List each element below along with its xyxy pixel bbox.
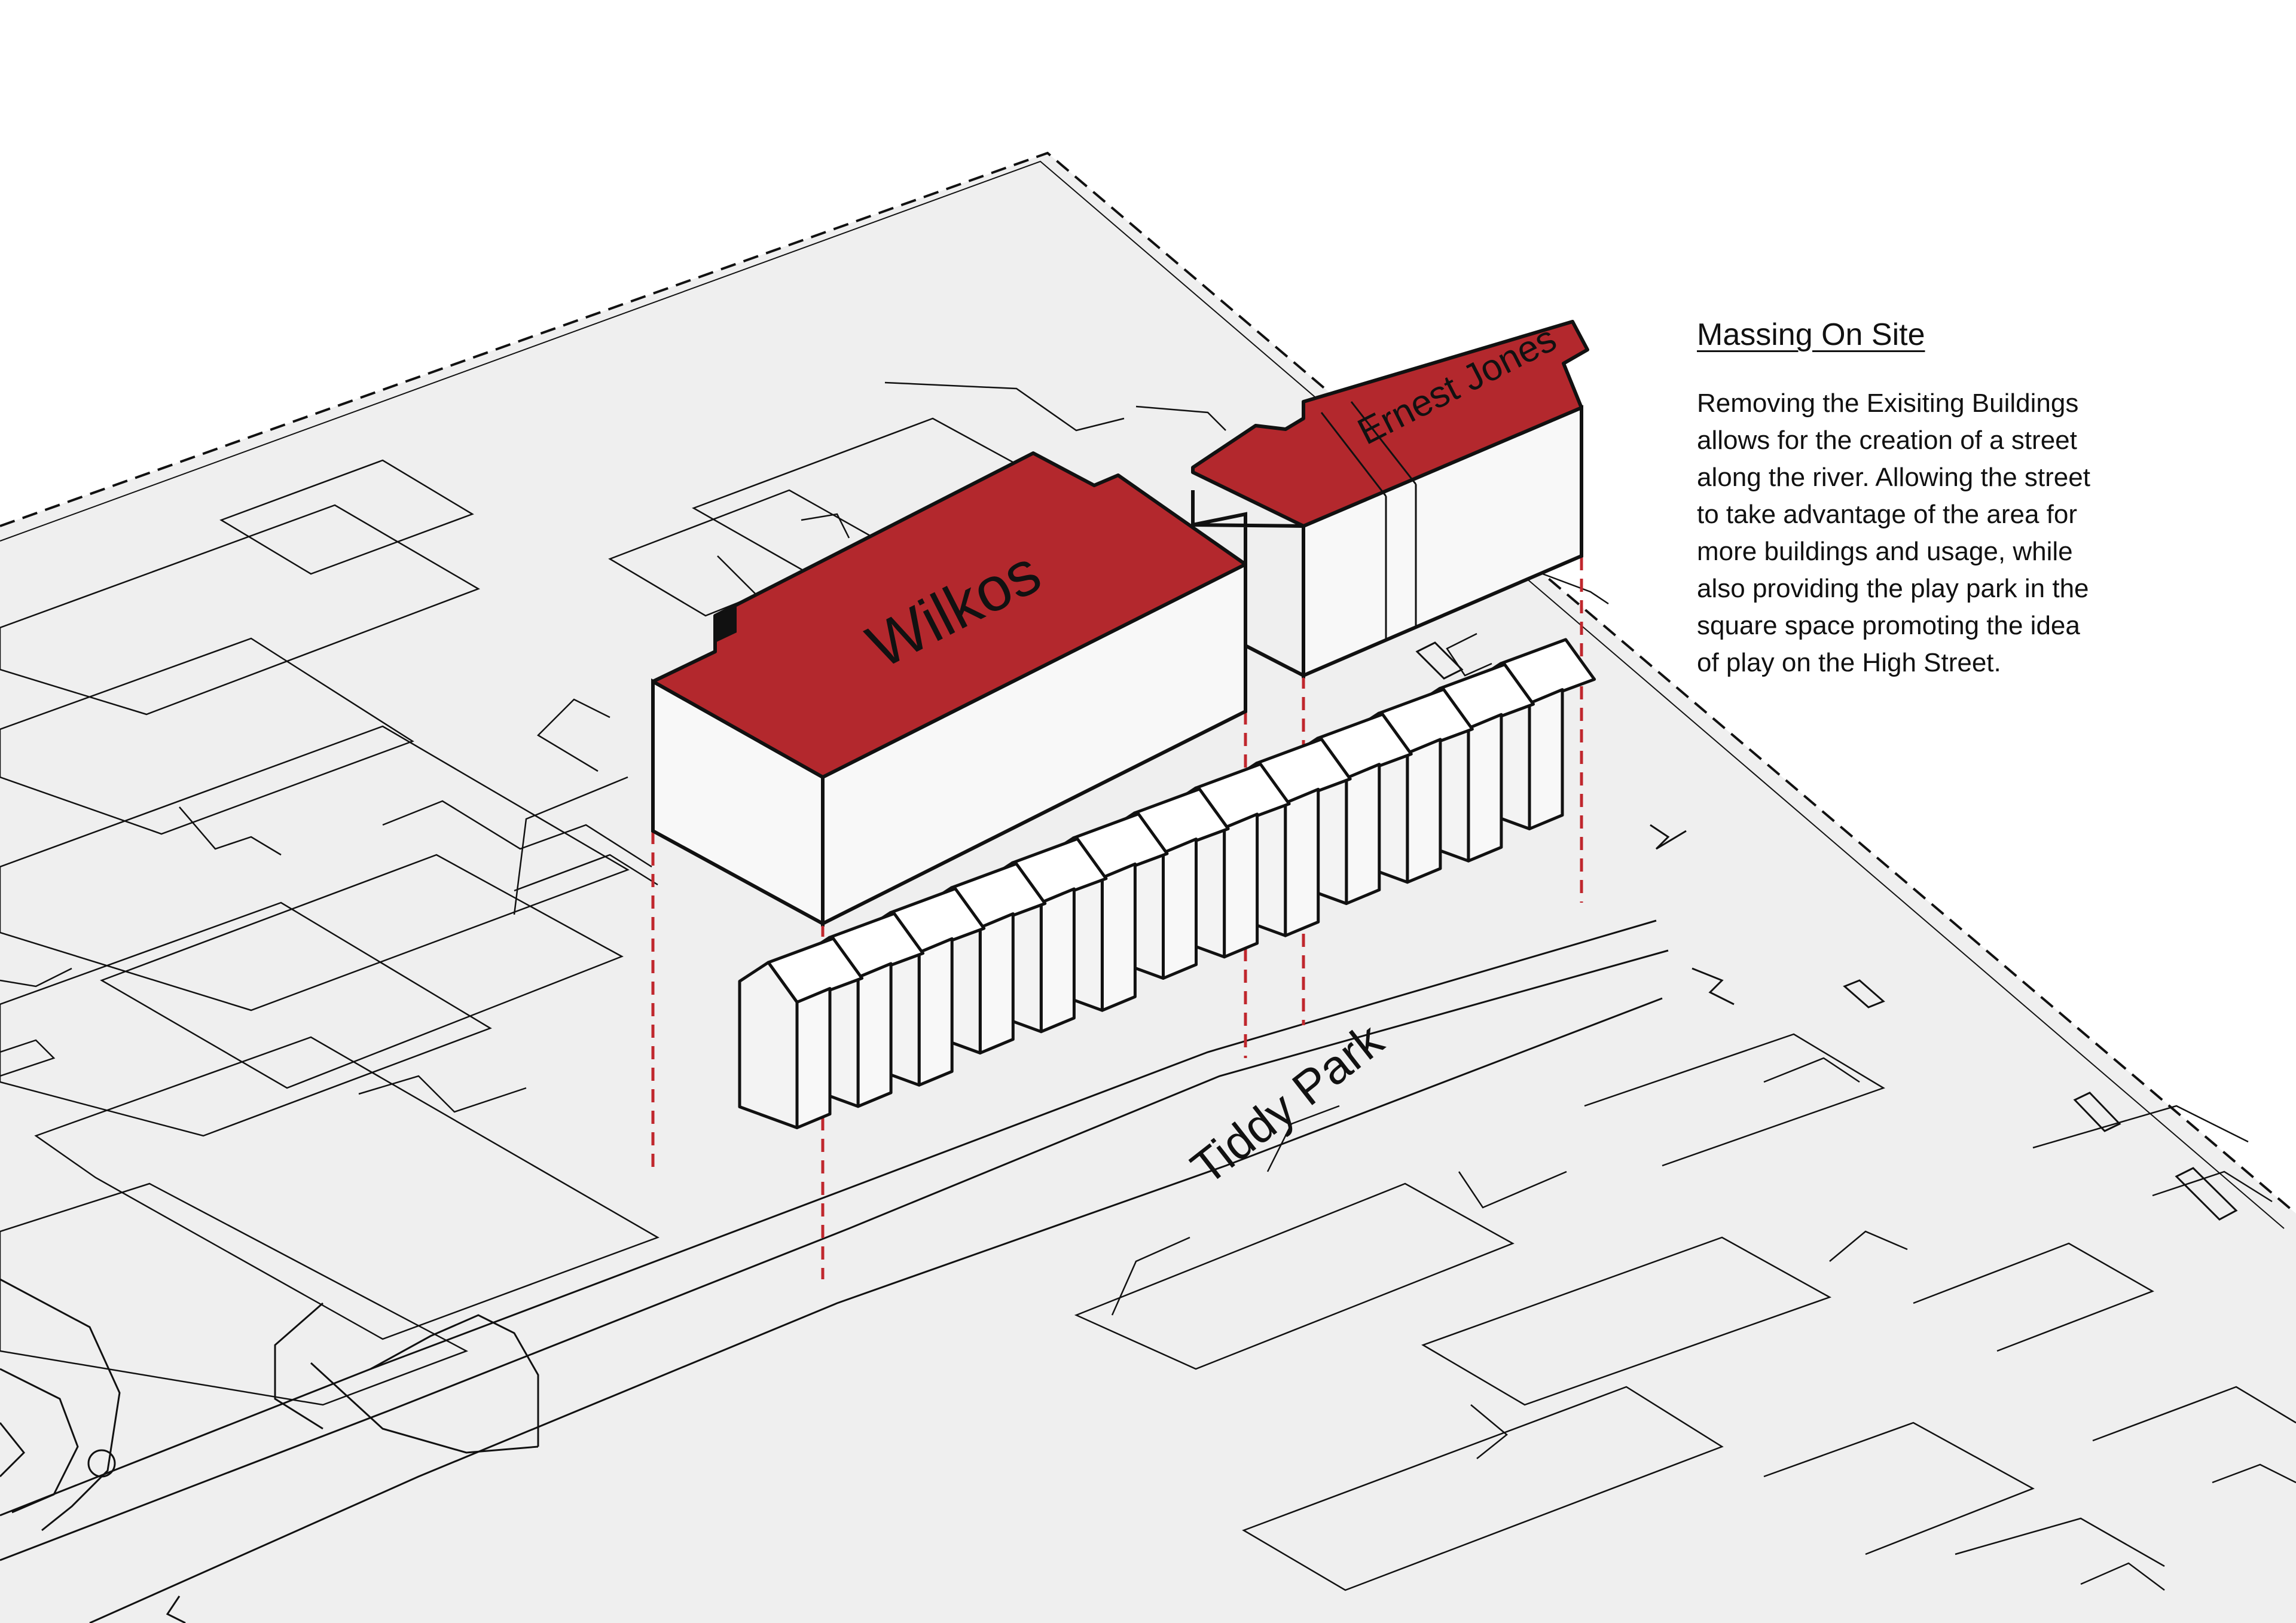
caption-line: to take advantage of the area for (1697, 500, 2078, 529)
caption-line: also providing the play park in the (1697, 574, 2089, 603)
caption-line: allows for the creation of a street (1697, 426, 2077, 455)
site-boundary-inner (0, 160, 2285, 1229)
caption-line: along the river. Allowing the street (1697, 463, 2090, 492)
house-side-wall (1039, 887, 1076, 1034)
ernest-roof-division-2 (1350, 401, 1417, 485)
caption-line: Removing the Exisiting Buildings (1697, 389, 2079, 418)
house-side-wall (1162, 838, 1198, 980)
house-side-wall (1528, 688, 1564, 830)
house-side-wall (856, 962, 893, 1108)
house-side-wall (1284, 787, 1320, 937)
site-boundary-dashed (0, 151, 2296, 1215)
ernest-roof (1191, 320, 1589, 528)
house-side-wall (978, 912, 1015, 1055)
house-side-wall (1345, 763, 1381, 905)
map-fixtures (1415, 641, 2238, 1221)
building-wilkos: Wilkos (651, 451, 1247, 927)
house-side-wall (795, 987, 832, 1129)
house-side-wall (1100, 862, 1137, 1012)
caption-panel: Massing On Site Removing the Exisiting B… (1697, 317, 2235, 681)
house-side-wall (1223, 812, 1259, 959)
house-side-wall (917, 937, 954, 1087)
gabled-house-row (738, 638, 1596, 1129)
caption-line: more buildings and usage, while (1697, 537, 2073, 566)
house-side-wall (1467, 713, 1503, 863)
caption-body: Removing the Exisiting Buildings allows f… (1697, 385, 2235, 681)
house-gable-wall (738, 961, 799, 1129)
caption-line: square space promoting the idea (1697, 611, 2080, 640)
ernest-wall-left (1192, 512, 1305, 678)
wilkos-parapet (715, 607, 737, 643)
map-plots-north (0, 459, 660, 1406)
caption-line: of play on the High Street. (1697, 648, 2001, 677)
ernest-roof-division-1 (1320, 412, 1387, 497)
map-plots-south (1074, 1033, 2296, 1591)
map-roads (0, 919, 1669, 1623)
caption-title: Massing On Site (1697, 317, 1925, 352)
house-side-wall (1406, 738, 1442, 884)
